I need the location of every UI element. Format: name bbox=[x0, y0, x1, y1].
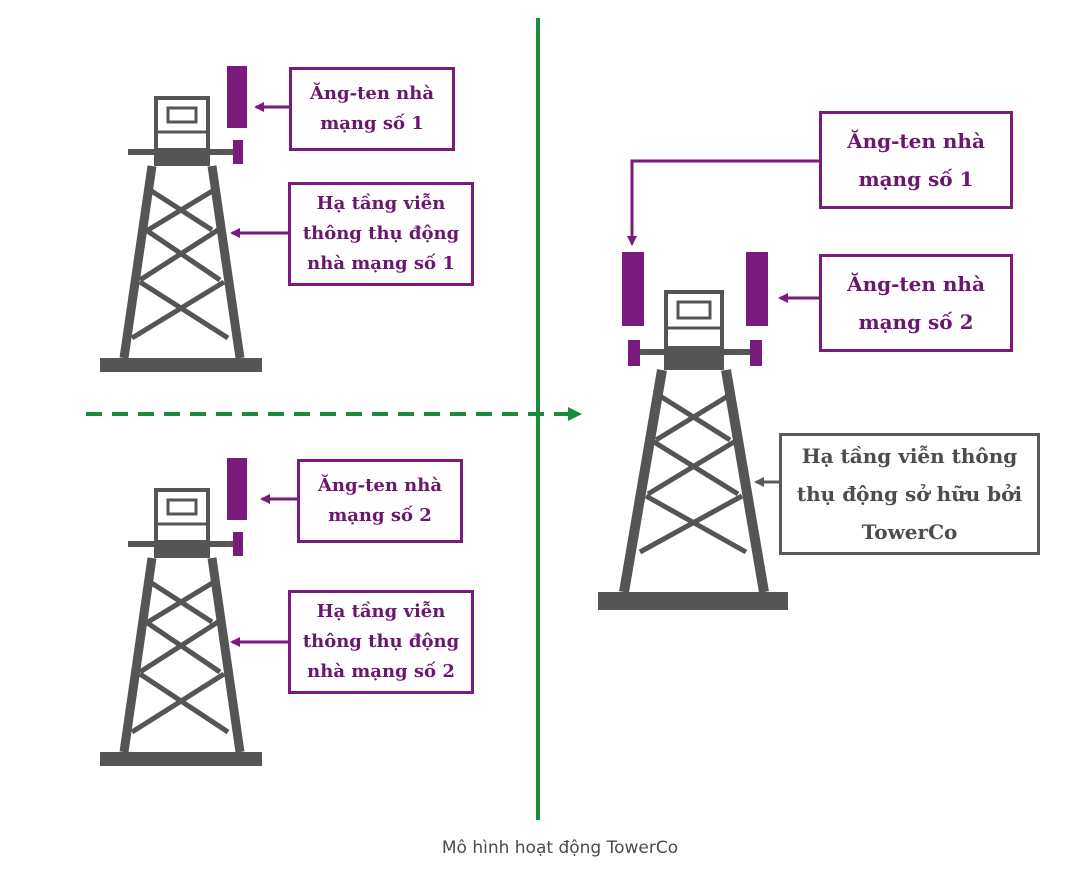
antenna-left-bottom-mount bbox=[233, 532, 243, 556]
label-left-top-antenna: Ăng-ten nhà mạng số 1 bbox=[289, 67, 455, 151]
label-right-antenna-2: Ăng-ten nhà mạng số 2 bbox=[819, 254, 1013, 352]
figure-caption: Mô hình hoạt động TowerCo bbox=[441, 838, 679, 858]
tower-right bbox=[598, 290, 788, 610]
tower-left-top bbox=[100, 96, 262, 372]
label-right-antenna-2-text: Ăng-ten nhà mạng số 2 bbox=[847, 272, 985, 334]
label-left-top-infra-text: Hạ tầng viễn thông thụ động nhà mạng số … bbox=[302, 193, 460, 274]
label-left-bottom-antenna: Ăng-ten nhà mạng số 2 bbox=[297, 459, 463, 543]
arrow-right-antenna-1 bbox=[627, 159, 820, 246]
label-right-infra-text: Hạ tầng viễn thông thụ động sở hữu bởi T… bbox=[796, 444, 1023, 544]
antenna-right-1-mount bbox=[628, 340, 640, 366]
label-right-antenna-1-text: Ăng-ten nhà mạng số 1 bbox=[847, 129, 985, 191]
antenna-right-2 bbox=[746, 252, 768, 326]
label-left-top-infra: Hạ tầng viễn thông thụ động nhà mạng số … bbox=[288, 182, 474, 286]
tower-left-bottom bbox=[100, 488, 262, 766]
antenna-left-top bbox=[227, 66, 247, 128]
label-right-antenna-1: Ăng-ten nhà mạng số 1 bbox=[819, 111, 1013, 209]
label-left-bottom-infra: Hạ tầng viễn thông thụ động nhà mạng số … bbox=[288, 590, 474, 694]
antenna-left-bottom bbox=[227, 458, 247, 520]
label-left-bottom-antenna-text: Ăng-ten nhà mạng số 2 bbox=[317, 475, 443, 526]
label-left-bottom-infra-text: Hạ tầng viễn thông thụ động nhà mạng số … bbox=[302, 601, 460, 682]
label-right-infra: Hạ tầng viễn thông thụ động sở hữu bởi T… bbox=[779, 433, 1040, 555]
antenna-right-1 bbox=[622, 252, 644, 326]
antenna-right-2-mount bbox=[750, 340, 762, 366]
antenna-left-top-mount bbox=[233, 140, 243, 164]
label-left-top-antenna-text: Ăng-ten nhà mạng số 1 bbox=[309, 83, 435, 134]
